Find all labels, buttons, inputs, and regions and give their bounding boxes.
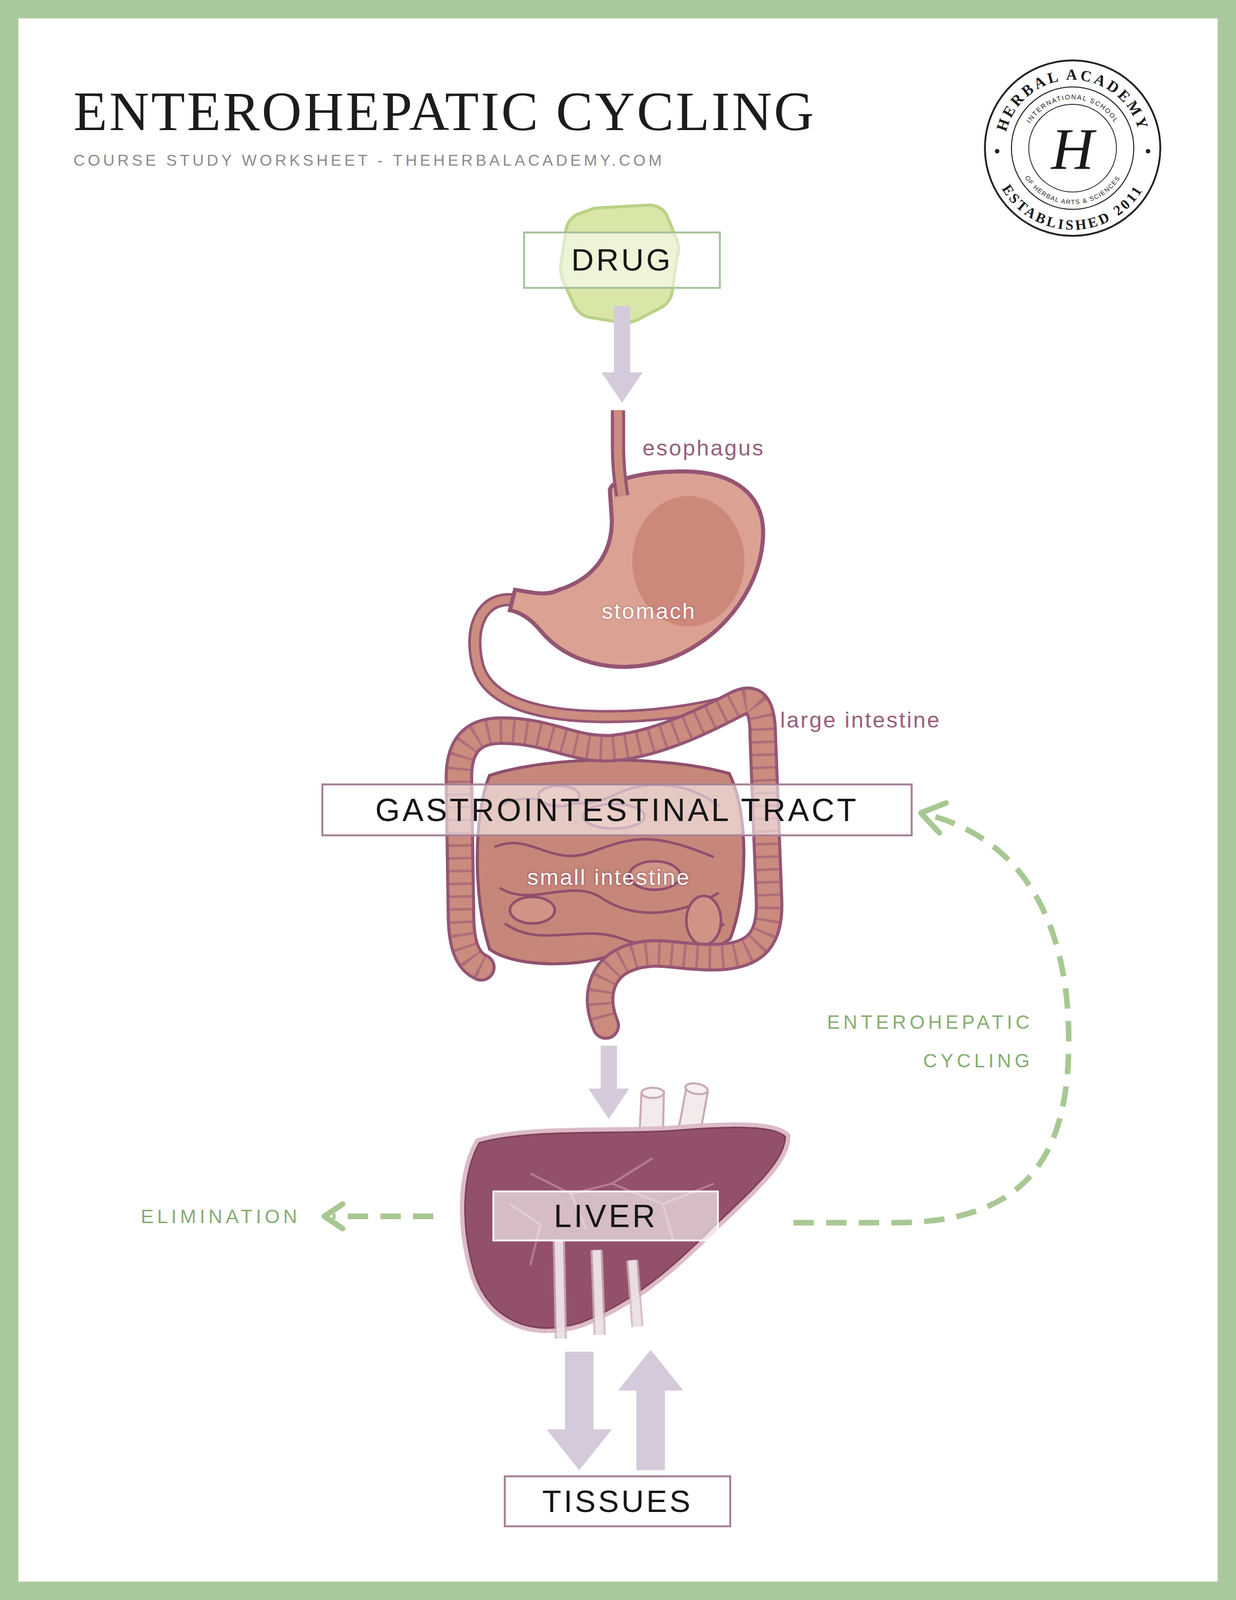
liver-shape: [464, 1081, 786, 1339]
small-intestine-coils: [509, 896, 555, 924]
organ-region: GASTROINTESTINAL TRACT: [321, 402, 913, 1039]
text-holder: ENTEROHEPATIC CYCLING: [800, 1002, 1034, 1080]
esophagus-tube: [618, 409, 622, 496]
arrow-head: [921, 802, 947, 833]
liver-shape: [464, 1127, 786, 1328]
box-text: DRUG: [571, 242, 673, 277]
seal-text: ESTABLISHED 2011: [999, 180, 1147, 233]
page-frame: [9, 9, 1228, 1591]
seal-letter: H: [1050, 115, 1098, 181]
large-intestine-tube: [458, 700, 769, 1026]
text-holder: COURSE STUDY WORKSHEET - THEHERBALACADEM…: [73, 150, 665, 170]
input-blob: [560, 205, 679, 323]
flow-arrow: [546, 1351, 613, 1470]
seal-text-path: OF HERBAL ARTS & SCIENCES: [1023, 174, 1122, 206]
part-name: esophagus: [642, 434, 765, 462]
liver-shape: [558, 1239, 638, 1339]
text-holder: esophagus: [642, 434, 765, 462]
stomach-shape: [509, 471, 763, 667]
large-intestine-tube: [458, 700, 769, 1026]
flow-arrow: [618, 1349, 684, 1470]
large-intestine-tube: [458, 700, 769, 1026]
organ-region: LIVER: [458, 1118, 791, 1347]
seal-dot: [1146, 148, 1151, 154]
liver-shape: [464, 1127, 786, 1328]
esophagus-tube: [618, 409, 622, 496]
seal-ring: [1011, 86, 1135, 210]
liver-shape: [684, 1081, 709, 1096]
text-holder: large intestine: [780, 706, 941, 734]
seal-text: OF HERBAL ARTS & SCIENCES: [1023, 174, 1122, 206]
seal-ring: [985, 60, 1161, 236]
edge-label: ENTEROHEPATIC CYCLING: [800, 1002, 1034, 1080]
flow-arrow: [588, 1045, 630, 1119]
organ-label-box: LIVER: [492, 1190, 719, 1241]
part-name: small intestine: [527, 863, 691, 891]
seal-logo: HERBAL ACADEMYINTERNATIONAL SCHOOLHOF HE…: [982, 58, 1163, 238]
flow-arrow: [601, 306, 643, 403]
large-intestine-tube: [458, 700, 769, 1026]
input-blob: [560, 205, 679, 323]
elimination-arrow: [324, 1203, 343, 1229]
seal-ring: [1028, 103, 1117, 192]
input-box: DRUG: [523, 231, 721, 289]
text-holder: stomach: [601, 597, 697, 625]
text-holder: ENTEROHEPATIC CYCLING: [73, 83, 817, 139]
cycle-connector: [793, 802, 1069, 1223]
small-intestine-coils: [494, 838, 714, 857]
page-frame: [9, 9, 1228, 1591]
text-holder: ELIMINATION: [140, 1204, 301, 1229]
seal-graphic: HERBAL ACADEMYINTERNATIONAL SCHOOLHOF HE…: [982, 58, 1163, 238]
dashed-line: [793, 812, 1069, 1223]
box-text: TISSUES: [542, 1483, 694, 1518]
part-name: stomach: [601, 597, 697, 625]
stomach-shape: [509, 471, 763, 667]
seal-text-path: ESTABLISHED 2011: [999, 180, 1147, 233]
liver-shape: [558, 1239, 638, 1339]
subtitle-text: COURSE STUDY WORKSHEET - THEHERBALACADEM…: [73, 150, 665, 170]
esophagus-tube: [618, 409, 622, 496]
text-holder: small intestine: [527, 863, 691, 891]
flow-note: ELIMINATION: [140, 1204, 301, 1229]
target-box: TISSUES: [503, 1474, 732, 1527]
diagram-title: ENTEROHEPATIC CYCLING: [73, 83, 817, 139]
small-intestine-coils: [686, 895, 721, 945]
organ-label-box: GASTROINTESTINAL TRACT: [321, 783, 913, 837]
part-name: large intestine: [780, 706, 941, 734]
seal-dot: [995, 148, 1000, 154]
elimination-arrow: [332, 1213, 434, 1219]
liver-shape: [641, 1087, 664, 1098]
elimination-arrow: [324, 1203, 434, 1229]
